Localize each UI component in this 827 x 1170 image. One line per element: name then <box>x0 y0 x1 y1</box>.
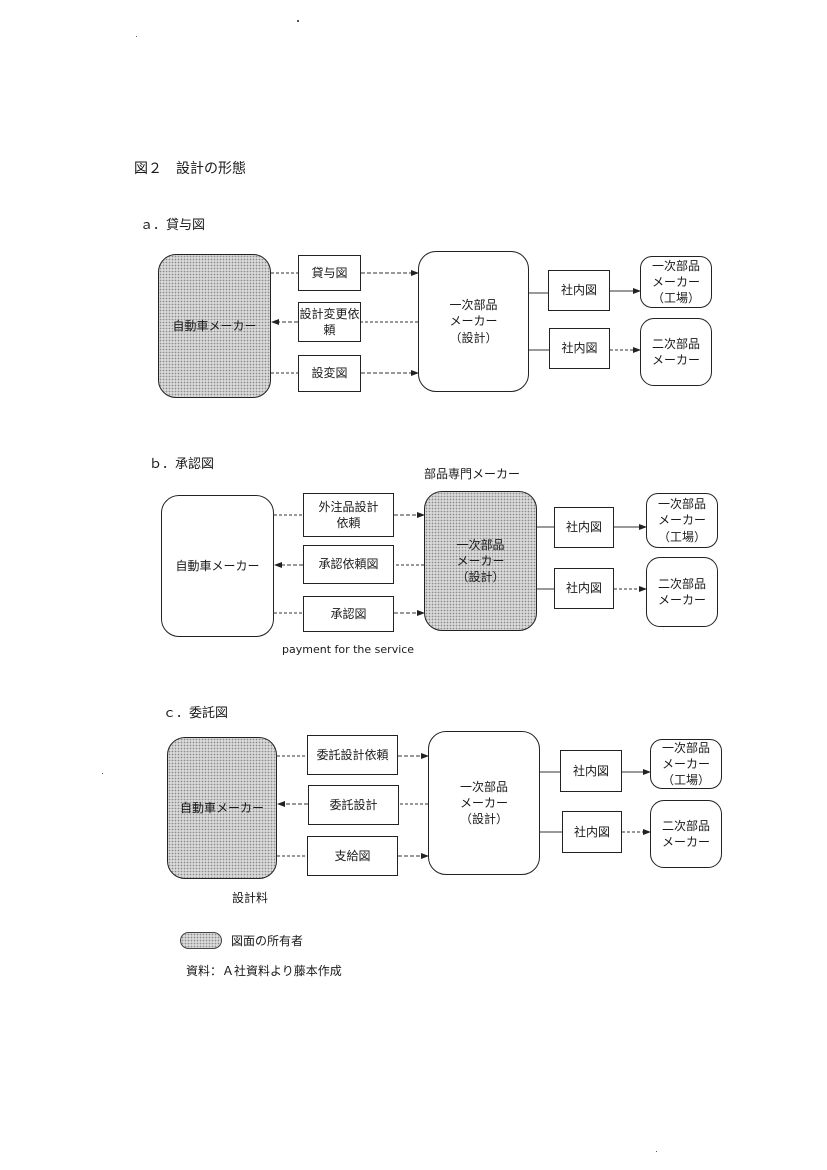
section-c-rt-line-1: 一次部品 <box>661 740 710 755</box>
section-c-tier1-factory-box: 一次部品 メーカー （工場） <box>650 739 722 789</box>
section-a-rt-line-2: メーカー <box>651 274 700 289</box>
section-b-flow-1-line-2: 依頼 <box>336 516 361 530</box>
section-b-rt-line-2: メーカー <box>657 513 706 528</box>
section-a-rt-line-1: 一次部品 <box>651 258 700 273</box>
section-b-flow-outsourced-design-request: 外注品設計 依頼 <box>303 493 394 537</box>
section-a-inhouse-drawing-bottom: 社内図 <box>549 328 610 369</box>
section-a-title: ａ．貸与図 <box>140 218 206 233</box>
section-c-flow-2-label: 委託設計 <box>329 797 378 812</box>
section-b-center-line-2: メーカー <box>456 553 505 568</box>
section-a-rb-line-2: メーカー <box>651 353 700 367</box>
section-b-flow-1-line-1: 外注品設計 <box>318 499 379 514</box>
section-b-flow-approval-request: 承認依頼図 <box>303 545 394 584</box>
section-b-center-caption: 部品専門メーカー <box>424 467 521 481</box>
section-b-rt-line-3: （工場） <box>657 529 706 544</box>
section-c-center-line-1: 一次部品 <box>459 779 508 794</box>
section-a-inhouse-top-label: 社内図 <box>560 283 597 298</box>
section-b-rt-line-1: 一次部品 <box>657 497 706 512</box>
legend-label: 図面の所有者 <box>231 934 304 948</box>
section-a-tier2-box: 二次部品 メーカー <box>640 318 712 386</box>
section-a-inhouse-drawing-top: 社内図 <box>548 270 610 311</box>
section-c-center-line-3: （設計） <box>459 812 508 827</box>
section-b-automaker-box: 自動車メーカー <box>161 495 274 637</box>
section-c-rt-line-3: （工場） <box>661 773 710 788</box>
section-c-tier2-box: 二次部品 メーカー <box>650 800 722 868</box>
section-c-flow-commission-request: 委託設計依頼 <box>307 735 398 775</box>
section-c-inhouse-drawing-bottom: 社内図 <box>562 811 622 853</box>
section-c-inhouse-bottom-label: 社内図 <box>573 824 610 839</box>
section-c-flow-1-label: 委託設計依頼 <box>316 747 389 762</box>
section-b-tier1-design-box: 一次部品 メーカー （設計） <box>424 491 537 631</box>
section-b-tier2-box: 二次部品 メーカー <box>646 557 718 627</box>
section-b-title: ｂ．承認図 <box>149 457 215 472</box>
legend-owner-swatch <box>180 932 222 949</box>
section-b-inhouse-drawing-bottom: 社内図 <box>554 568 614 609</box>
section-a-inhouse-bottom-label: 社内図 <box>561 341 598 356</box>
section-a-rb-line-1: 二次部品 <box>651 336 700 351</box>
section-a-flow-change-request: 設計変更依頼 <box>298 302 361 342</box>
section-c-flow-3-label: 支給図 <box>334 848 371 863</box>
scan-speck <box>102 773 103 774</box>
section-c-note: 設計料 <box>232 891 269 905</box>
section-b-center-line-1: 一次部品 <box>456 537 505 552</box>
scan-speck <box>297 20 299 22</box>
section-c-flow-commissioned-design: 委託設計 <box>308 785 399 825</box>
section-a-flow-change-drawing: 設変図 <box>298 355 361 392</box>
section-b-inhouse-bottom-label: 社内図 <box>565 581 602 596</box>
section-a-flow-1-label: 貸与図 <box>311 265 348 280</box>
section-b-automaker-label: 自動車メーカー <box>175 558 260 573</box>
section-c-tier1-design-box: 一次部品 メーカー （設計） <box>428 731 540 875</box>
figure-title: 図２ 設計の形態 <box>134 161 246 177</box>
section-b-tier1-factory-box: 一次部品 メーカー （工場） <box>646 493 718 548</box>
section-a-tier1-design-box: 一次部品 メーカー （設計） <box>418 251 529 392</box>
section-a-flow-3-label: 設変図 <box>311 366 348 381</box>
section-b-flow-3-label: 承認図 <box>330 606 367 621</box>
scan-speck <box>136 36 137 37</box>
section-b-note: payment for the service <box>282 643 415 656</box>
scan-speck <box>656 1151 657 1152</box>
section-a-rt-line-3: （工場） <box>651 291 700 306</box>
section-b-flow-approved-drawing: 承認図 <box>303 596 394 632</box>
section-a-automaker-box: 自動車メーカー <box>158 254 271 398</box>
section-a-flow-2-label: 設計変更依頼 <box>299 306 360 337</box>
section-b-rb-line-1: 二次部品 <box>657 576 706 591</box>
section-a-center-line-2: メーカー <box>449 314 498 329</box>
section-b-inhouse-drawing-top: 社内図 <box>554 507 614 548</box>
section-a-center-line-3: （設計） <box>449 330 498 345</box>
section-a-automaker-label: 自動車メーカー <box>172 318 257 333</box>
section-c-rb-line-1: 二次部品 <box>661 818 710 833</box>
section-c-title: ｃ．委託図 <box>163 706 229 721</box>
section-b-center-line-3: （設計） <box>456 570 505 585</box>
section-a-center-line-1: 一次部品 <box>449 298 498 313</box>
section-c-center-line-2: メーカー <box>459 795 508 810</box>
section-b-rb-line-2: メーカー <box>657 593 706 607</box>
section-a-tier1-factory-box: 一次部品 メーカー （工場） <box>640 256 712 308</box>
section-c-rb-line-2: メーカー <box>661 835 710 849</box>
section-c-flow-supplied-drawing: 支給図 <box>307 836 398 876</box>
section-c-inhouse-top-label: 社内図 <box>572 763 609 778</box>
section-c-automaker-label: 自動車メーカー <box>179 800 264 815</box>
section-b-inhouse-top-label: 社内図 <box>565 520 602 535</box>
source-note: 資料：Ａ社資料より藤本作成 <box>186 964 342 978</box>
section-b-flow-2-label: 承認依頼図 <box>318 557 379 572</box>
section-c-inhouse-drawing-top: 社内図 <box>560 750 622 792</box>
section-c-rt-line-2: メーカー <box>661 756 710 771</box>
section-c-automaker-box: 自動車メーカー <box>167 737 277 879</box>
section-a-flow-loan-drawing: 貸与図 <box>298 255 361 291</box>
